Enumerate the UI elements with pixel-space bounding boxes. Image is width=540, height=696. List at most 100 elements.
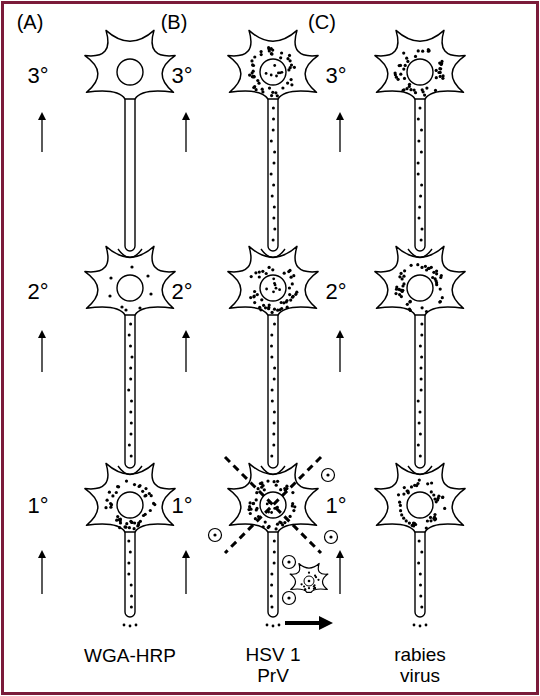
order-label: 1° — [28, 494, 49, 518]
tracer-name: rabies virus — [381, 645, 459, 687]
axon-tracer-dot — [272, 444, 275, 447]
tracer-dot — [405, 519, 408, 522]
tracer-dot — [429, 519, 432, 522]
tracer-dot — [441, 496, 444, 499]
tracer-dot — [286, 306, 289, 309]
tracer-dot — [260, 482, 263, 485]
transport-arrow — [339, 336, 340, 372]
panel-letter: (B) — [161, 11, 188, 33]
tracer-dot — [425, 310, 428, 313]
terminal-dot — [272, 625, 275, 628]
axon-tracer-dot — [129, 345, 132, 348]
tracer-dot — [291, 282, 294, 285]
transport-arrow — [339, 556, 340, 594]
axon-tracer-dot — [127, 573, 130, 576]
axon-tracer-dot — [273, 411, 276, 414]
axon — [268, 308, 278, 468]
tracer-dot — [288, 286, 291, 289]
tracer-dot — [433, 513, 436, 516]
tracer-dot — [439, 288, 442, 291]
tracer-dot — [270, 74, 273, 77]
tracer-dot — [261, 90, 264, 93]
tracer-dot — [409, 88, 412, 91]
tracer-dot — [275, 287, 278, 290]
tracer-dot — [252, 502, 255, 505]
tracer-dot — [438, 301, 441, 304]
axon — [125, 92, 135, 251]
axon — [268, 525, 278, 617]
axon-tracer-dot — [420, 151, 423, 154]
axon-tracer-dot — [130, 400, 133, 403]
tracer-dot — [148, 492, 151, 495]
tracer-dot — [408, 83, 411, 86]
axon-tracer-dot — [417, 444, 420, 447]
tracer-dot — [427, 50, 430, 53]
tracer-dot — [255, 507, 258, 510]
tracer-dot — [405, 57, 408, 60]
dashed-cross — [225, 457, 321, 553]
tracer-dot — [267, 46, 270, 49]
tracer-dot — [258, 275, 261, 278]
tracer-dot — [267, 307, 270, 310]
tracer-dot — [253, 55, 256, 58]
axon-tracer-dot — [130, 606, 133, 609]
tracer-dot — [432, 271, 435, 274]
tracer-dot — [250, 59, 253, 62]
panel-letter: (A) — [17, 11, 44, 33]
tracer-dot — [281, 86, 284, 89]
axon-tracer-dot — [419, 573, 422, 576]
cell-nucleus — [260, 492, 286, 518]
axon-tracer-dot — [417, 173, 420, 176]
tracer-dot — [264, 306, 267, 309]
axon — [415, 92, 425, 251]
tracer-dot — [289, 515, 292, 518]
tracer-dot — [272, 277, 275, 280]
axon-tracer-dot — [130, 433, 133, 436]
cell-nucleus — [117, 275, 143, 301]
order-label: 3° — [326, 64, 347, 88]
axon-tracer-dot — [417, 140, 420, 143]
tracer-dot — [415, 484, 418, 487]
axon-tracer-dot — [128, 444, 131, 447]
tracer-name: WGA-HRP — [84, 646, 176, 667]
terminal-dot — [425, 624, 428, 627]
tracer-dot — [433, 518, 436, 521]
axon-tracer-dot — [417, 162, 420, 165]
tracer-dot — [109, 276, 112, 279]
tracer-dot — [257, 487, 260, 490]
tracer-dot — [402, 493, 405, 496]
tracer-dot — [153, 503, 156, 506]
axon-tracer-dot — [273, 228, 276, 231]
cell-nucleus — [260, 59, 286, 85]
axon-tracer-dot — [419, 433, 422, 436]
neuron-soma — [228, 30, 318, 99]
tracer-dot — [117, 485, 120, 488]
axon-tracer-dot — [128, 334, 131, 337]
axon-tracer-dot — [420, 606, 423, 609]
synapse-membrane — [118, 249, 142, 258]
axon-tracer-dot — [273, 540, 276, 543]
tracer-dot — [268, 303, 271, 306]
tracer-dot — [265, 288, 268, 291]
synapse-membrane — [261, 249, 285, 258]
tracer-dot — [292, 509, 295, 512]
virion — [209, 529, 222, 542]
synapse-membrane — [118, 466, 142, 475]
axon-tracer-dot — [127, 389, 130, 392]
axon — [125, 308, 135, 468]
tracer-dot — [108, 491, 111, 494]
tracer-dot — [139, 520, 142, 523]
synapse-membrane — [261, 466, 285, 475]
tracer-dot — [256, 293, 259, 296]
tracer-dot — [248, 74, 251, 77]
axon-tracer-dot — [419, 411, 422, 414]
axon-tracer-dot — [270, 334, 273, 337]
axon-tracer-dot — [420, 551, 423, 554]
axon-tracer-dot — [270, 140, 273, 143]
tracer-dot — [402, 68, 405, 71]
axon-tracer-dot — [273, 323, 276, 326]
tracer-dot — [273, 308, 276, 311]
tracer-dot — [401, 284, 404, 287]
axon-tracer-dot — [129, 378, 132, 381]
